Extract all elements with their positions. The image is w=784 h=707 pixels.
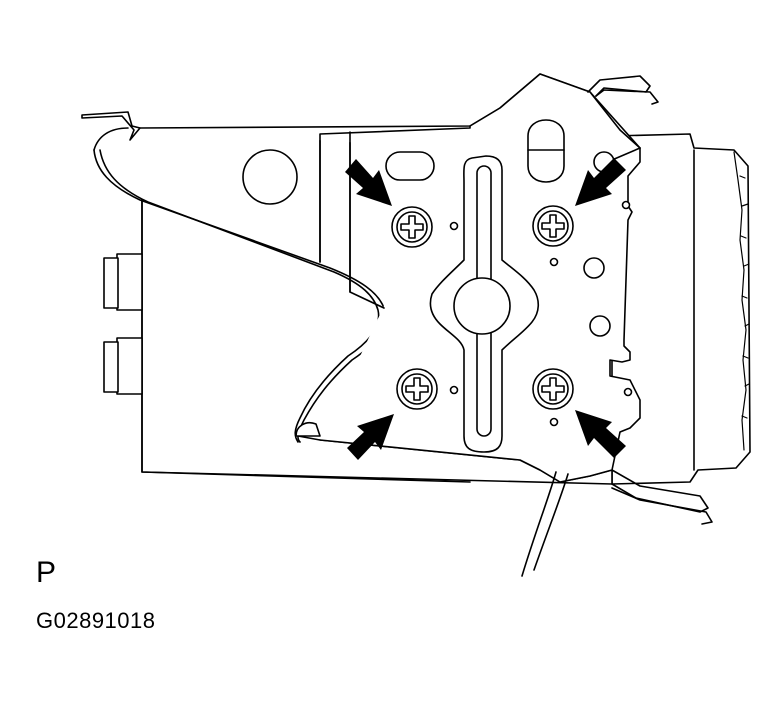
figure-id-label: G02891018 bbox=[36, 608, 156, 633]
pointer-arrow-icon bbox=[575, 158, 626, 206]
phillips-screw-icon bbox=[532, 368, 574, 410]
view-code-label: P bbox=[36, 556, 57, 589]
phillips-screw-icon bbox=[396, 368, 438, 410]
phillips-screw-icon bbox=[532, 205, 574, 247]
pointer-arrow-icon bbox=[345, 159, 392, 206]
pointer-arrow-icon bbox=[575, 410, 626, 458]
pointer-arrow-icon bbox=[347, 414, 394, 460]
phillips-screw-icon bbox=[391, 206, 433, 248]
actuator-body bbox=[611, 133, 751, 485]
